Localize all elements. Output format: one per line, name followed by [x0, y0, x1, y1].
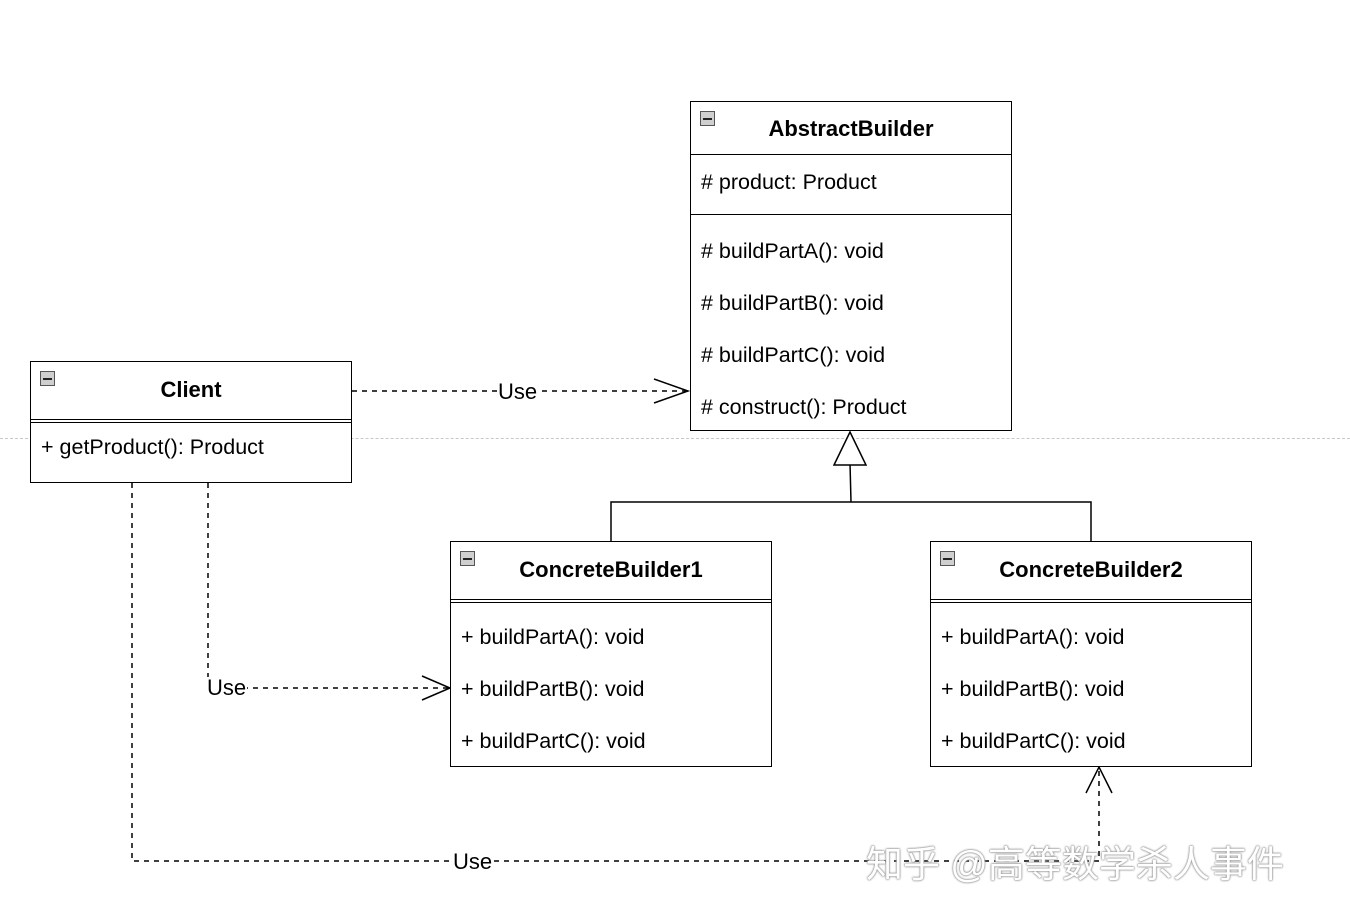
collapse-icon[interactable]: [460, 551, 475, 566]
methods-section: + buildPartA(): void + buildPartB(): voi…: [931, 603, 1251, 767]
method-row: + buildPartC(): void: [461, 729, 646, 753]
class-header[interactable]: AbstractBuilder: [691, 102, 1011, 155]
edge-label-use: Use: [452, 849, 494, 874]
class-header[interactable]: ConcreteBuilder1: [451, 542, 771, 603]
method-row: + getProduct(): Product: [41, 435, 264, 459]
attributes-section: # product: Product: [691, 155, 1011, 215]
open-arrowhead-icon: [653, 378, 691, 404]
edge-label-use: Use: [206, 675, 248, 700]
method-row: + buildPartA(): void: [941, 625, 1125, 649]
inheritance-triangle-icon: [832, 430, 868, 466]
method-row: + buildPartB(): void: [461, 677, 645, 701]
method-row: # buildPartC(): void: [701, 343, 886, 367]
use-edge-client-cb1: [207, 483, 448, 689]
method-row: # construct(): Product: [701, 395, 907, 419]
edge-label-use: Use: [497, 379, 539, 404]
class-concrete-builder-2[interactable]: ConcreteBuilder2 + buildPartA(): void + …: [930, 541, 1252, 767]
generalization-edge: [610, 462, 1092, 542]
class-abstract-builder[interactable]: AbstractBuilder # product: Product # bui…: [690, 101, 1012, 431]
class-name: Client: [160, 377, 222, 402]
class-name: AbstractBuilder: [768, 116, 934, 141]
class-header[interactable]: Client: [31, 362, 351, 423]
method-row: + buildPartC(): void: [941, 729, 1126, 753]
method-row: # buildPartB(): void: [701, 291, 884, 315]
class-header[interactable]: ConcreteBuilder2: [931, 542, 1251, 603]
method-row: + buildPartA(): void: [461, 625, 645, 649]
collapse-icon[interactable]: [700, 111, 715, 126]
method-row: + buildPartB(): void: [941, 677, 1125, 701]
class-concrete-builder-1[interactable]: ConcreteBuilder1 + buildPartA(): void + …: [450, 541, 772, 767]
collapse-icon[interactable]: [40, 371, 55, 386]
attribute-row: # product: Product: [701, 170, 877, 194]
use-edge-client-cb2: [131, 483, 1100, 862]
methods-section: + getProduct(): Product: [31, 423, 351, 471]
class-name: ConcreteBuilder1: [519, 557, 703, 582]
collapse-icon[interactable]: [940, 551, 955, 566]
open-arrowhead-icon: [1085, 765, 1113, 794]
class-client[interactable]: Client + getProduct(): Product: [30, 361, 352, 483]
page-break-guide: [0, 438, 1350, 439]
method-row: # buildPartA(): void: [701, 239, 884, 263]
class-name: ConcreteBuilder2: [999, 557, 1183, 582]
methods-section: + buildPartA(): void + buildPartB(): voi…: [451, 603, 771, 767]
methods-section: # buildPartA(): void # buildPartB(): voi…: [691, 215, 1011, 433]
watermark: 知乎 @高等数学杀人事件: [866, 844, 1284, 885]
